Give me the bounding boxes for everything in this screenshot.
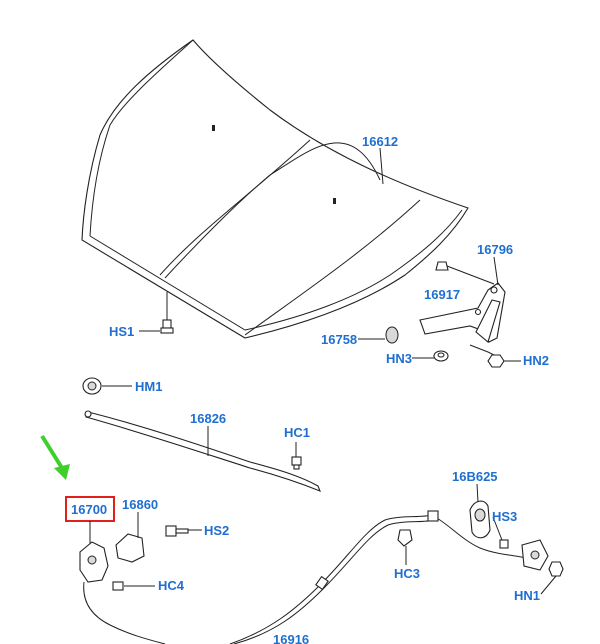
latch-bracket (115, 512, 145, 563)
label-hinge: 16796 (477, 242, 513, 257)
label-hn3: HN3 (386, 351, 412, 366)
hood-release-cable (229, 510, 536, 644)
label-cable: 16916 (273, 632, 309, 644)
hood-bumper (358, 326, 399, 344)
hood-release-handle (469, 483, 491, 539)
hood-hinge (419, 261, 506, 357)
label-bumper: 16758 (321, 332, 357, 347)
clip-hc4 (112, 581, 155, 591)
label-hs1: HS1 (109, 324, 134, 339)
label-hc4: HC4 (158, 578, 185, 593)
label-prop-rod: 16826 (190, 411, 226, 426)
pointer-arrow (40, 434, 70, 480)
hood-panel (81, 39, 469, 339)
nut-hn3 (412, 350, 449, 362)
prop-rod-clip-hc1 (291, 442, 302, 470)
label-hs2: HS2 (204, 523, 229, 538)
label-hm1: HM1 (135, 379, 162, 394)
label-bracket: 16860 (122, 497, 158, 512)
label-hinge-bolt: 16917 (424, 287, 460, 302)
label-hood: 16612 (362, 134, 398, 149)
label-hc1: HC1 (284, 425, 310, 440)
nut-hn2 (487, 354, 521, 368)
label-hs3: HS3 (492, 509, 517, 524)
hood-stud-hs1 (160, 292, 174, 334)
hood-prop-rod (84, 410, 321, 492)
screw-hs2 (165, 525, 202, 537)
label-hc3: HC3 (394, 566, 420, 581)
cable-end-bracket (521, 539, 564, 595)
label-hn1: HN1 (514, 588, 540, 603)
hood-latch (79, 521, 166, 644)
label-hn2: HN2 (523, 353, 549, 368)
screw-hs3 (492, 516, 509, 549)
label-latch: 16700 (71, 502, 107, 517)
label-release-handle: 16B625 (452, 469, 498, 484)
prop-rod-grommet (82, 377, 132, 395)
